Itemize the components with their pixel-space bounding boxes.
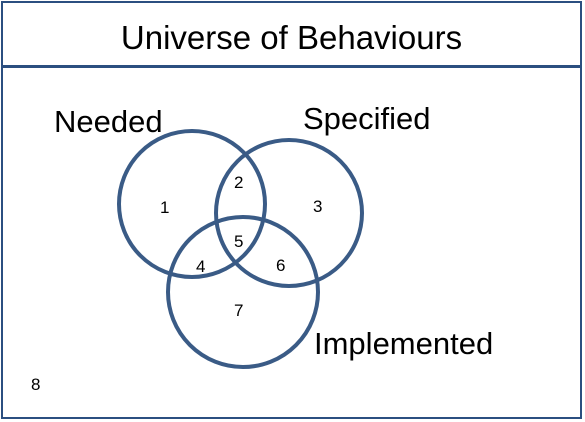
region-6: 6 bbox=[276, 256, 285, 275]
region-4: 4 bbox=[196, 257, 205, 276]
region-7: 7 bbox=[234, 301, 243, 320]
implemented-label: Implemented bbox=[314, 326, 493, 361]
specified-label: Specified bbox=[303, 101, 431, 136]
region-1: 1 bbox=[160, 198, 169, 217]
region-8: 8 bbox=[31, 375, 40, 394]
region-5: 5 bbox=[234, 232, 243, 251]
implemented-circle bbox=[166, 215, 320, 369]
title-bar: Universe of Behaviours bbox=[3, 3, 580, 68]
specified-circle bbox=[214, 138, 364, 288]
diagram-title: Universe of Behaviours bbox=[120, 18, 463, 56]
needed-circle bbox=[117, 129, 267, 279]
region-3: 3 bbox=[313, 197, 322, 216]
region-2: 2 bbox=[234, 173, 243, 192]
needed-label: Needed bbox=[54, 104, 163, 139]
